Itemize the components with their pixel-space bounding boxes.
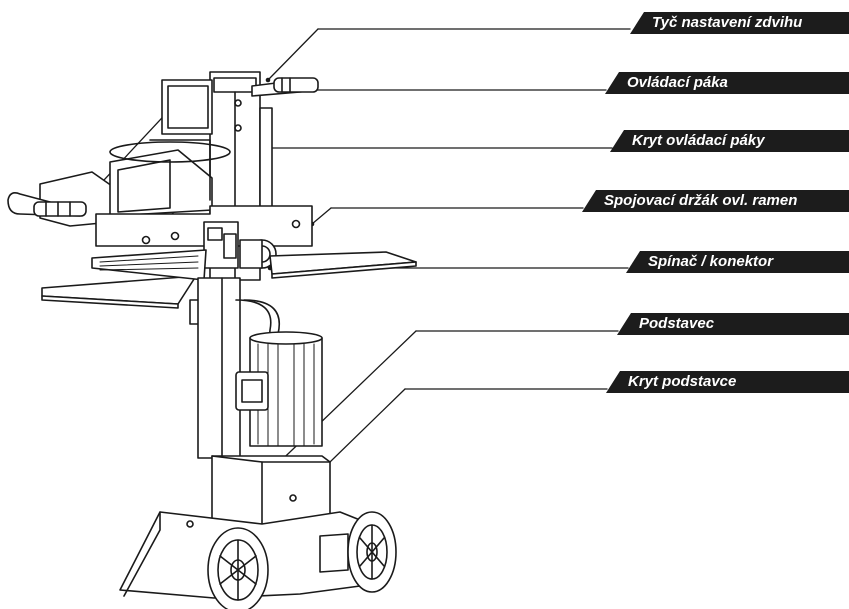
lever-cover [109,139,231,217]
left-table [41,249,213,325]
label-stroke-adjust-rod: Tyč nastavení zdvihu [630,12,849,34]
leader-3b [311,207,332,225]
motor [235,331,323,447]
label-switch-connector: Spínač / konektor [626,251,849,273]
left-wheel [207,527,269,609]
lower-column [197,277,280,459]
label-base-stand: Podstavec [617,313,849,335]
right-wheel [347,511,397,593]
stroke-adjust-rod [251,77,319,97]
label-connecting-bracket: Spojovací držák ovl. ramen [582,190,849,212]
label-base-cover: Kryt podstavce [606,371,849,393]
right-table [269,251,417,279]
label-lever-cover: Kryt ovládací páky [610,130,849,152]
leader-0b [267,28,319,81]
connecting-bracket [95,205,313,269]
label-control-lever: Ovládací páka [605,72,849,94]
control-lever [7,171,113,227]
switch-connector [239,239,277,269]
